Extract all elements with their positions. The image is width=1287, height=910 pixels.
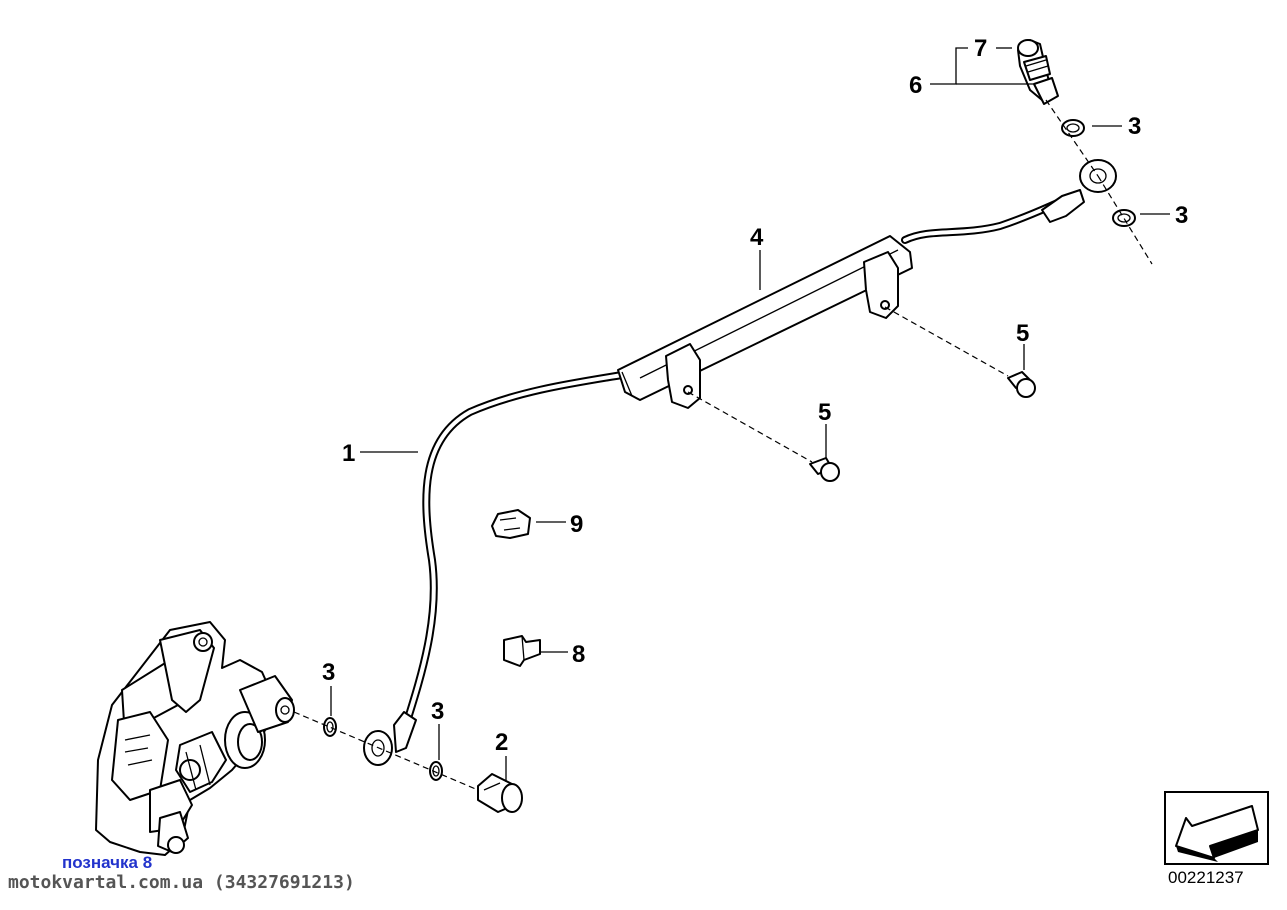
website-watermark: motokvartal.com.ua (34327691213): [8, 872, 355, 893]
hollow-bolt: [477, 773, 523, 813]
callout-3-upper-1: 3: [1128, 113, 1141, 140]
callout-8: 8: [572, 641, 585, 668]
callout-3-upper-2: 3: [1175, 202, 1188, 229]
screws: [809, 371, 1036, 482]
callout-2: 2: [495, 729, 508, 756]
bleed-valve: [1017, 39, 1059, 105]
sealing-rings: [323, 119, 1136, 781]
protective-sleeve: [617, 235, 913, 409]
bracket-clamp: [503, 635, 541, 667]
callout-5-right: 5: [1016, 320, 1029, 347]
callout-1: 1: [342, 440, 355, 467]
callout-3-caliper-right: 3: [431, 698, 444, 725]
reference-note: позначка 8: [62, 853, 153, 872]
callout-7: 7: [974, 35, 987, 62]
callout-5-left: 5: [818, 399, 831, 426]
callout-9: 9: [570, 511, 583, 538]
leader-lines: [330, 47, 1170, 782]
callout-3-caliper-left: 3: [322, 659, 335, 686]
clip: [491, 509, 531, 539]
arrow-orientation-icon: [1164, 791, 1269, 865]
callouts: 1 2 3 3 3 3 4 5 5 6 7 8 9: [322, 35, 1188, 756]
brake-caliper: [95, 621, 295, 856]
callout-6: 6: [909, 72, 922, 99]
callout-4: 4: [750, 224, 764, 251]
assembly-lines: [293, 99, 1153, 791]
brake-hose: [363, 159, 1117, 766]
diagram-id: 00221237: [1168, 868, 1244, 887]
